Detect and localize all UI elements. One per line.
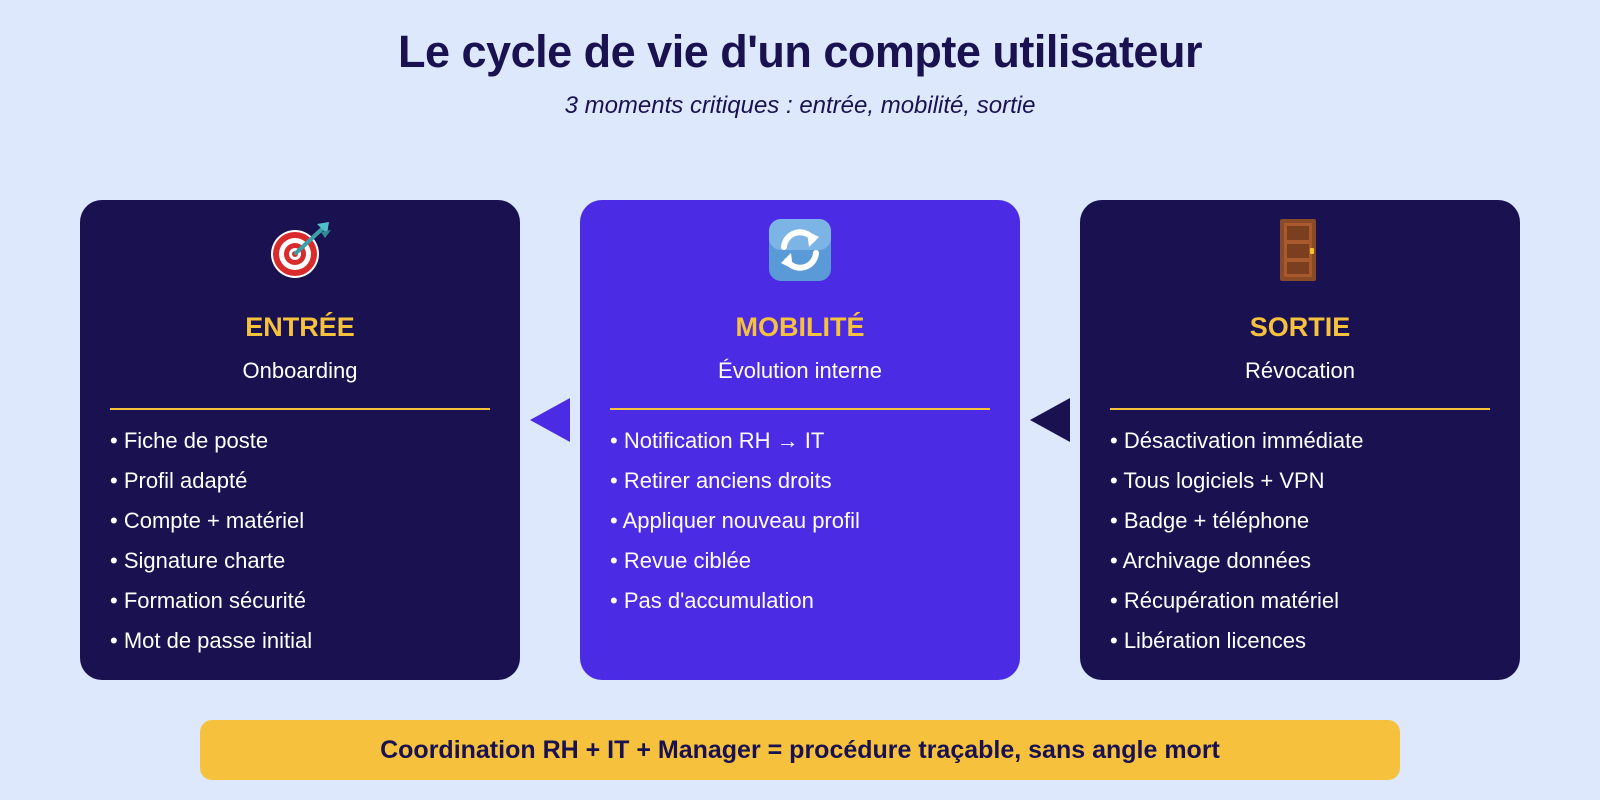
list-item: • Formation sécurité: [110, 588, 306, 613]
door-icon: [1080, 212, 1520, 288]
list-item: • Récupération matériel: [1110, 588, 1340, 613]
page-subtitle: 3 moments critiques : entrée, mobilité, …: [564, 92, 1036, 119]
arrow-left-icon: [530, 398, 570, 442]
list-item: • Fiche de poste: [110, 428, 269, 453]
list-item: • Profil adapté: [110, 468, 248, 493]
card-list: • Désactivation immédiate • Tous logicie…: [1110, 426, 1490, 666]
card-divider: [1110, 408, 1490, 410]
card-sortie: SORTIE Révocation • Désactivation immédi…: [1080, 200, 1520, 680]
card-list: • Fiche de poste • Profil adapté • Compt…: [110, 426, 490, 666]
list-item: • Retirer anciens droits: [610, 468, 832, 493]
card-list: • Notification RH → IT • Retirer anciens…: [610, 426, 990, 626]
page-title: Le cycle de vie d'un compte utilisateur: [398, 26, 1202, 77]
footer-banner: Coordination RH + IT + Manager = procédu…: [200, 720, 1400, 780]
card-title: ENTRÉE: [245, 312, 355, 342]
refresh-arrows-icon: [580, 212, 1020, 288]
list-item: • Revue ciblée: [610, 548, 752, 573]
list-item: • Signature charte: [110, 548, 286, 573]
list-item: • Notification RH → IT: [610, 428, 825, 453]
list-item: • Badge + téléphone: [1110, 508, 1310, 533]
target-dart-icon: [80, 212, 520, 288]
card-divider: [110, 408, 490, 410]
list-item: • Tous logiciels + VPN: [1110, 468, 1325, 493]
footer-text: Coordination RH + IT + Manager = procédu…: [380, 735, 1220, 764]
card-subtitle: Révocation: [1244, 358, 1356, 383]
list-item: • Libération licences: [1110, 628, 1307, 653]
list-item: • Pas d'accumulation: [610, 588, 814, 613]
card-title: MOBILITÉ: [735, 312, 865, 342]
card-entree: ENTRÉE Onboarding • Fiche de poste • Pro…: [80, 200, 520, 680]
list-item: • Compte + matériel: [110, 508, 305, 533]
list-item: • Appliquer nouveau profil: [610, 508, 860, 533]
card-subtitle: Évolution interne: [718, 358, 882, 383]
card-subtitle: Onboarding: [242, 358, 358, 383]
card-mobilite: MOBILITÉ Évolution interne • Notificatio…: [580, 200, 1020, 680]
card-divider: [610, 408, 990, 410]
arrow-left-icon: [1030, 398, 1070, 442]
card-title: SORTIE: [1249, 312, 1351, 342]
list-item: • Mot de passe initial: [110, 628, 313, 653]
list-item: • Archivage données: [1110, 548, 1311, 573]
list-item: • Désactivation immédiate: [1110, 428, 1364, 453]
